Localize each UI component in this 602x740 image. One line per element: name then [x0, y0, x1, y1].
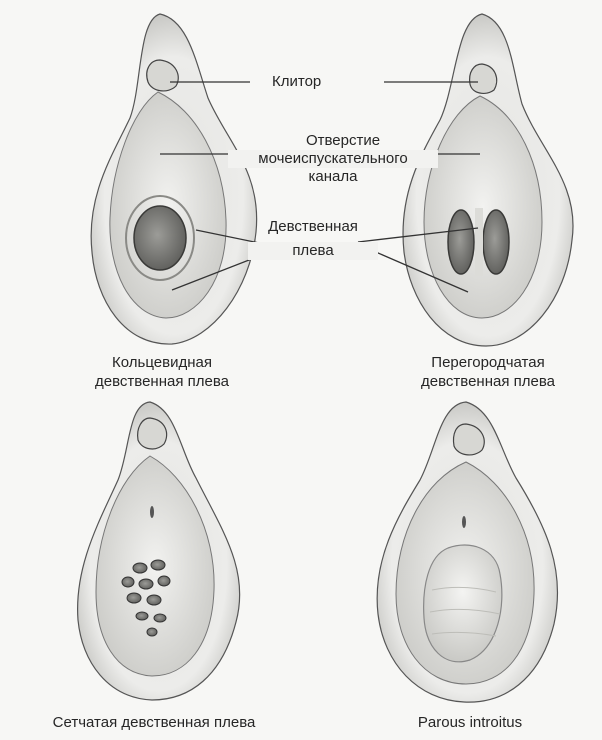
caption-annular-line2: девственная плева	[62, 373, 262, 391]
urethral-label-line3: канала	[228, 168, 438, 186]
left-opening	[448, 210, 474, 274]
caption-cribriform: Сетчатая девственная плева	[14, 714, 294, 732]
hymen-label-line2: плева	[248, 242, 378, 260]
clitoral-hood	[470, 64, 497, 93]
parous-introitus-figure	[377, 402, 557, 702]
hymen-opening	[134, 206, 186, 270]
caption-septate-line1: Перегородчатая	[388, 354, 588, 372]
right-opening	[483, 210, 509, 274]
urethral-label-line1: Отверстие	[238, 132, 448, 150]
urethral-opening	[150, 506, 154, 518]
cribriform-hymen-figure	[78, 402, 240, 700]
caption-septate-line2: девственная плева	[388, 373, 588, 391]
hymen-label-line1: Девственная	[248, 218, 378, 236]
caption-parous: Parous introitus	[380, 714, 560, 732]
urethral-opening	[462, 516, 466, 528]
urethral-label-line2: мочеиспускательного	[228, 150, 438, 168]
caption-annular-line1: Кольцевидная	[62, 354, 262, 372]
clitoris-label: Клитор	[272, 73, 321, 91]
hymen-septum	[475, 208, 483, 276]
